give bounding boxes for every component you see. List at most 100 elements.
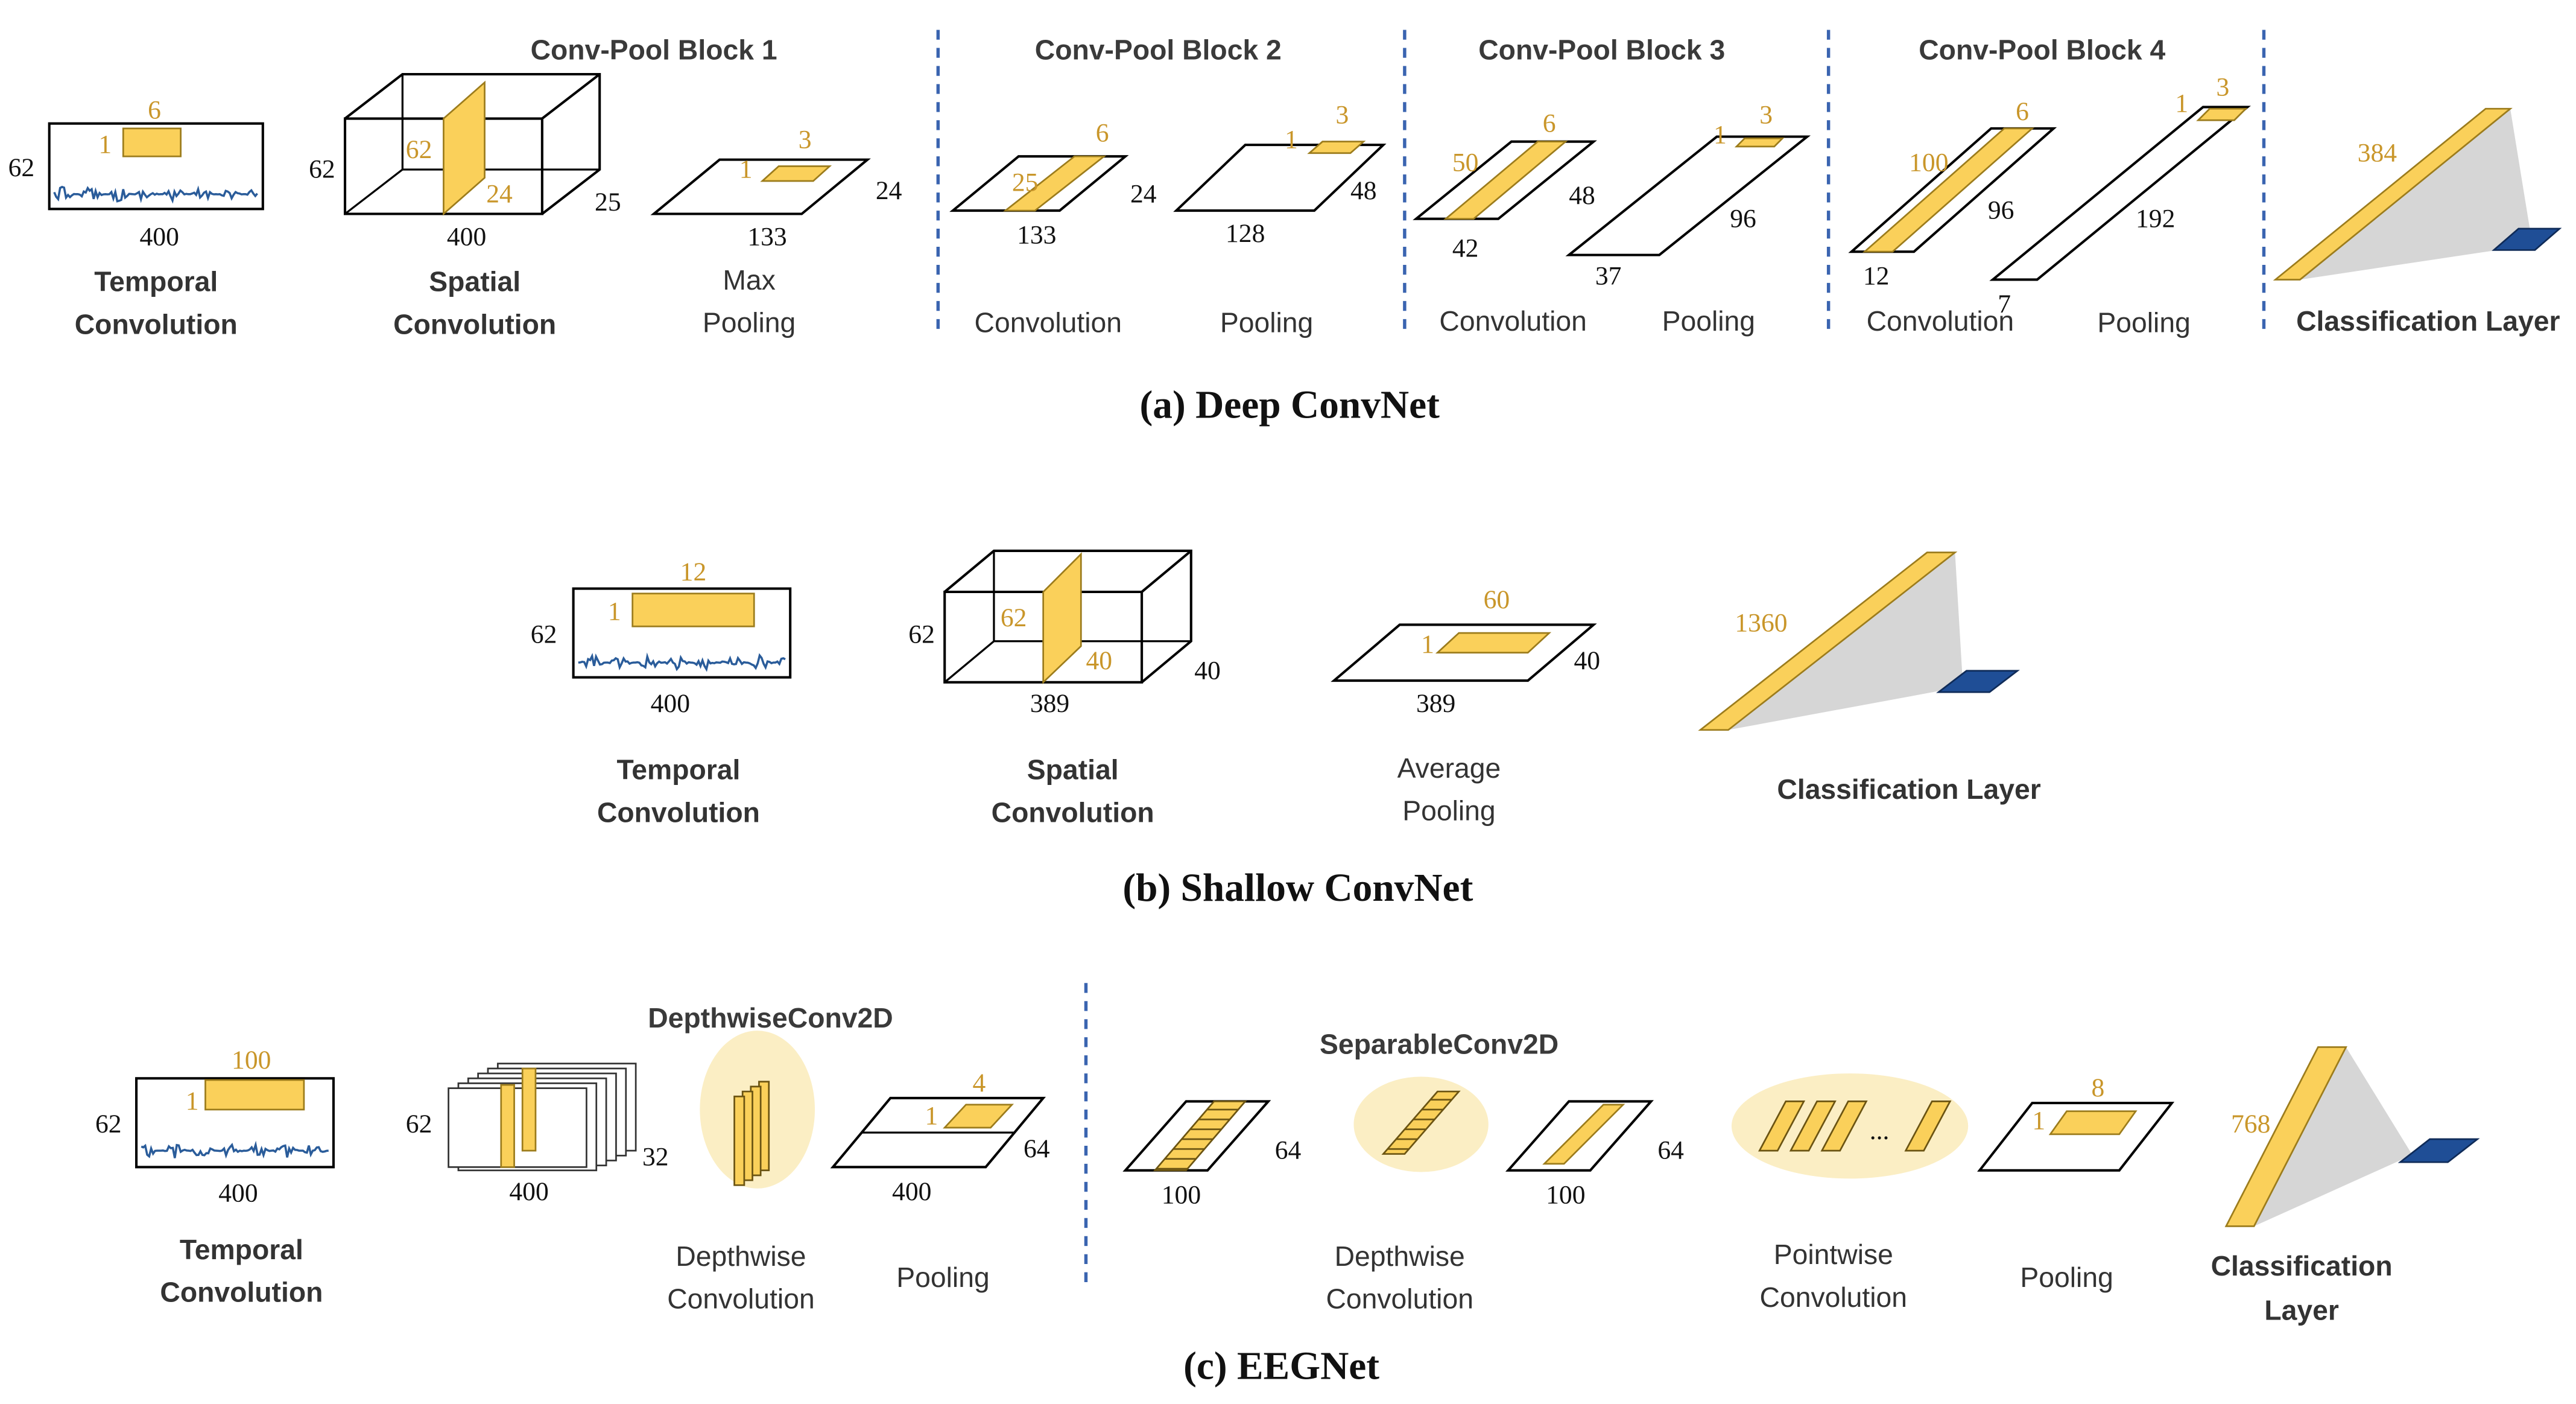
dim-width: 7 — [1998, 290, 2011, 319]
box-edge — [1141, 550, 1192, 593]
caption-deep: (a) Deep ConvNet — [1140, 383, 1440, 427]
kernel-w: 100 — [232, 1046, 271, 1075]
layer-label: Convolution — [1867, 305, 2014, 337]
pool-kernel — [2048, 1110, 2138, 1136]
shallow-classifier: 1360 Classification Layer — [1698, 551, 2041, 805]
eeg-signal — [141, 1140, 329, 1159]
dim-width: 400 — [509, 1177, 548, 1206]
layer-label-line1: Temporal — [94, 266, 218, 297]
dim-width: 400 — [140, 222, 179, 251]
dim-depth: 24 — [1130, 179, 1157, 208]
caption-eegnet: (c) EEGNet — [1183, 1345, 1379, 1388]
depthwise-title: DepthwiseConv2D — [648, 1002, 893, 1034]
pool-plane — [1989, 106, 2251, 281]
box-hidden-d — [944, 640, 995, 684]
pointwise-kernel-1 — [1758, 1101, 1806, 1152]
layer-label: Pooling — [2020, 1262, 2113, 1293]
shallow-average-pooling: 389 40 1 60 Average Pooling — [1331, 585, 1600, 827]
classifier-size: 1360 — [1735, 608, 1787, 637]
layer-label-line1: Average — [1397, 752, 1501, 784]
classifier-input-bar — [1698, 551, 1958, 731]
kernel — [1542, 1104, 1625, 1165]
kernel-2: 60 — [1484, 585, 1510, 614]
kernel-1: 1 — [2175, 89, 2188, 118]
dim-depth: 64 — [1024, 1134, 1050, 1163]
kernel-2: 3 — [799, 125, 812, 154]
pool-kernel — [2196, 107, 2248, 121]
classifier-fan — [2300, 109, 2534, 280]
dim-depth: 96 — [1988, 196, 2014, 225]
temporal-kernel — [122, 127, 182, 157]
deep-classifier: 384 Classification Layer — [2273, 107, 2562, 337]
pool-plane — [1173, 144, 1387, 212]
pointwise-kernel-4 — [1904, 1101, 1952, 1152]
layer-label-line1: Max — [723, 264, 775, 296]
classifier-size: 768 — [2231, 1110, 2270, 1139]
layer-label-line2: Pooling — [1402, 795, 1495, 827]
eeg-pooling-1: 400 64 1 4 Pooling — [830, 1069, 1050, 1293]
conv-kernel — [1003, 155, 1107, 212]
layer-label-line1: Pointwise — [1774, 1239, 1893, 1270]
kernel-1: 50 — [1452, 148, 1479, 177]
kernel-2: 3 — [1759, 101, 1773, 130]
dim-depth: 40 — [1574, 646, 1600, 675]
kernel-d: 24 — [486, 179, 513, 208]
dim-width: 133 — [1017, 221, 1056, 250]
deep-pool3: 37 96 1 3 Pooling — [1565, 101, 1811, 337]
eeg-separable-depthwise: Depthwise Convolution — [1326, 1076, 1489, 1315]
pointwise-ellipsis: ... — [1870, 1116, 1890, 1145]
pool-kernel — [1307, 141, 1366, 154]
kernel-1: 100 — [1909, 148, 1948, 177]
layer-label-line2: Pooling — [703, 307, 796, 338]
kernel-2: 6 — [2016, 97, 2029, 126]
kernel-2: 8 — [2091, 1073, 2104, 1102]
kernel-1: 1 — [925, 1102, 938, 1131]
hatched-kernel — [1381, 1090, 1461, 1155]
dim-width: 400 — [651, 689, 690, 718]
dim-depth: 192 — [2136, 204, 2175, 233]
layer-label-line2: Convolution — [75, 308, 238, 340]
layer-label-line2: Convolution — [1760, 1282, 1908, 1313]
dim-width: 389 — [1030, 689, 1069, 718]
layer-label-line1: Depthwise — [1335, 1240, 1465, 1272]
conv-kernel — [1443, 141, 1568, 220]
layer-label: Pooling — [1220, 307, 1313, 338]
shallow-convnet-section: 62 400 1 12 Temporal Convolution 62 389 … — [531, 549, 2041, 910]
dim-depth: 64 — [1657, 1136, 1684, 1165]
eeg-signal — [578, 652, 786, 672]
shallow-spatial-conv: 62 389 40 62 40 Spatial Convolution — [908, 549, 1221, 828]
classifier-input-bar — [2224, 1046, 2347, 1227]
dim-depth: 25 — [595, 188, 621, 217]
box-hidden-d — [344, 168, 403, 215]
deep-convnet-section: Conv-Pool Block 1 Conv-Pool Block 2 Conv… — [8, 30, 2562, 427]
eeg-temporal-conv: 62 400 1 100 Temporal Convolution — [95, 1046, 335, 1308]
hatched-kernel — [1153, 1101, 1247, 1172]
dim-depth: 24 — [876, 176, 902, 205]
dim-width: 389 — [1416, 689, 1455, 718]
kernel-h: 62 — [1001, 603, 1027, 632]
dim-height: 62 — [406, 1110, 432, 1139]
layer-label-line1: Spatial — [429, 266, 521, 297]
layer-label-line2: Convolution — [1326, 1283, 1473, 1315]
layer-label-line2: Convolution — [992, 796, 1154, 828]
classifier-output — [2397, 1138, 2480, 1163]
kernel-2: 3 — [1335, 101, 1349, 130]
classifier-output — [2492, 227, 2562, 251]
box-edge — [541, 73, 601, 120]
layer-label: Pooling — [1662, 305, 1755, 337]
dim-width: 128 — [1226, 219, 1265, 248]
classifier-fan — [2254, 1047, 2412, 1227]
pointwise-kernel-2 — [1789, 1101, 1837, 1152]
layer-label-line2: Convolution — [597, 796, 760, 828]
classifier-output — [1936, 670, 2020, 693]
kernel-1: 25 — [1012, 168, 1039, 197]
stack-kernel-back — [521, 1067, 537, 1152]
eegnet-section: DepthwiseConv2D SeparableConv2D 62 400 1… — [95, 983, 2480, 1388]
layer-label: Convolution — [1439, 305, 1587, 337]
layer-label-line1: Depthwise — [676, 1240, 806, 1272]
block1-title: Conv-Pool Block 1 — [531, 34, 777, 65]
dim-height: 62 — [309, 155, 335, 184]
classifier-input-bar — [2273, 107, 2513, 281]
layer-label: Pooling — [896, 1262, 989, 1293]
dim-width: 42 — [1452, 233, 1479, 262]
